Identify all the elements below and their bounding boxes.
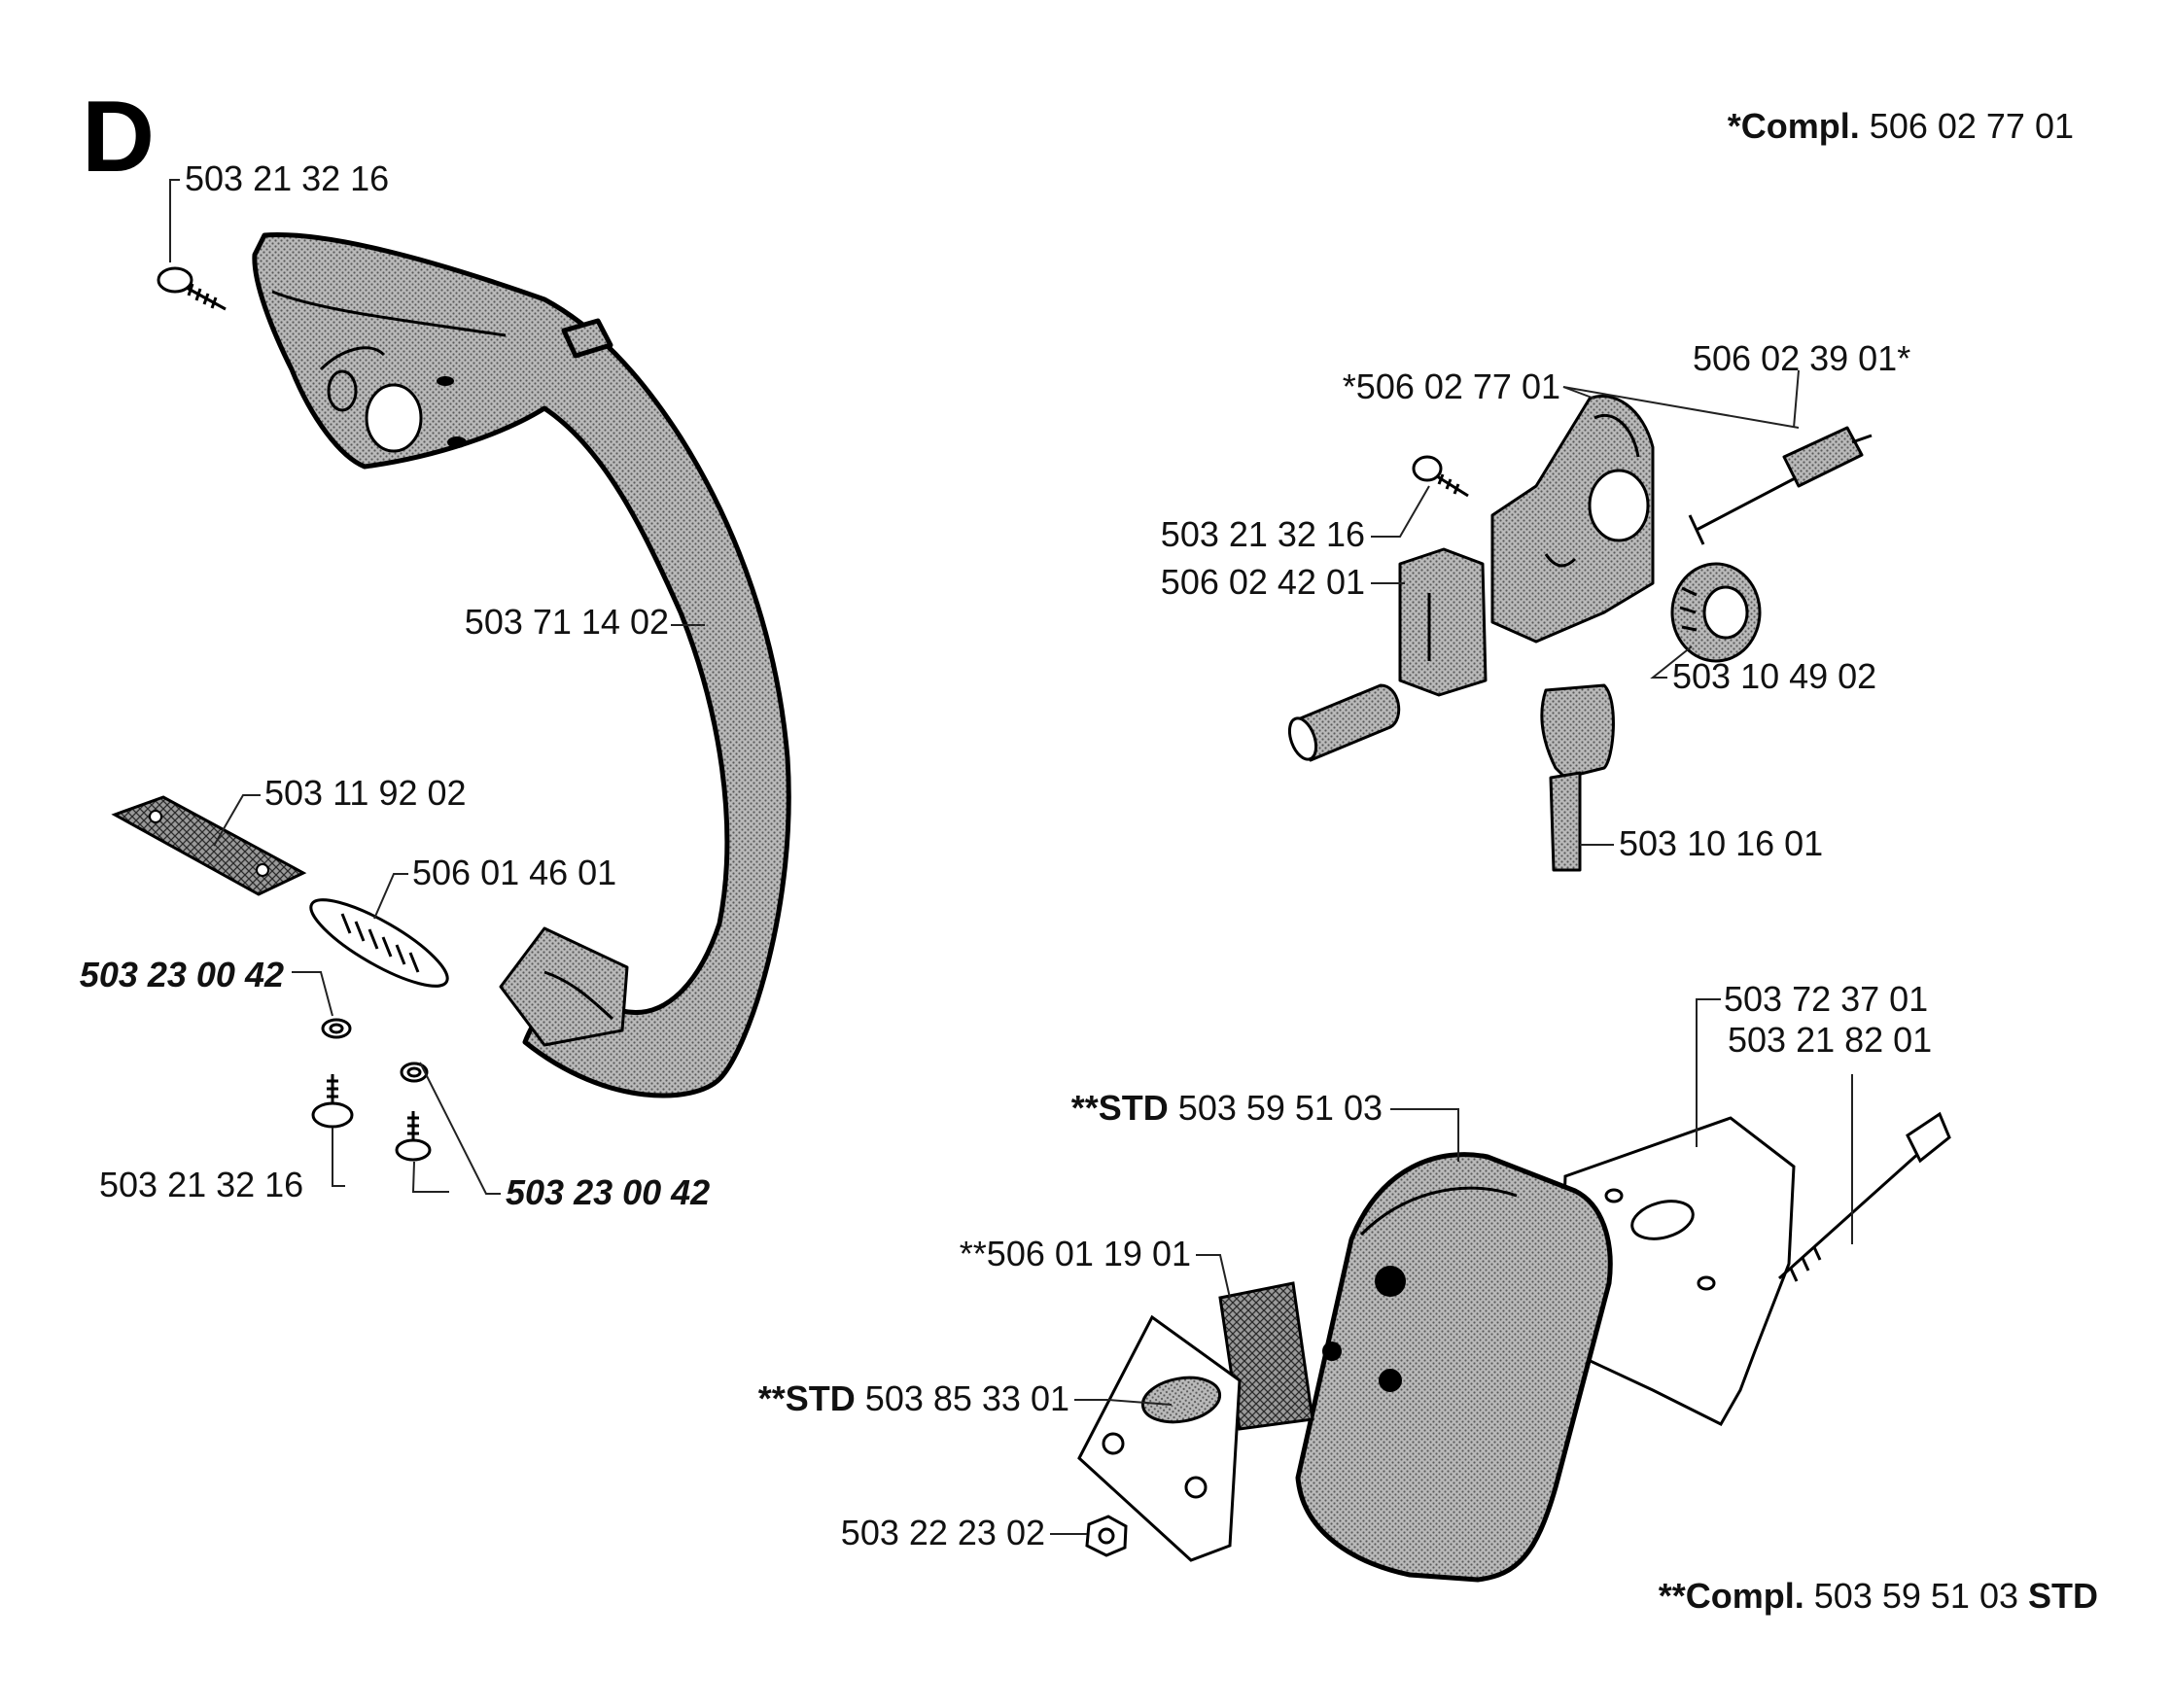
label-bolt: 503 21 82 01	[1728, 1020, 1932, 1060]
label-muffler-number: 503 59 51 03	[1178, 1088, 1383, 1128]
washer-left	[321, 1018, 352, 1039]
front-handle	[252, 232, 791, 1098]
screw-right	[1412, 455, 1469, 498]
label-deflector: **STD 503 85 33 01	[758, 1378, 1069, 1418]
trigger	[1540, 683, 1615, 872]
label-screw-right: 503 21 32 16	[1161, 514, 1365, 554]
label-adjuster: 506 02 39 01*	[1693, 338, 1910, 378]
label-nut: 503 22 23 02	[841, 1513, 1045, 1552]
washer-right	[400, 1062, 429, 1083]
footer-compl-prefix: **Compl.	[1659, 1576, 1804, 1616]
label-deflector-std: **STD	[758, 1378, 856, 1418]
nut	[1085, 1515, 1128, 1557]
screw-bottom-1	[311, 1074, 354, 1129]
label-spring: 506 01 46 01	[412, 853, 616, 892]
label-muffler-std: **STD	[1071, 1088, 1169, 1128]
header-compl-note: *Compl. 506 02 77 01	[1728, 106, 2074, 146]
label-assembly: *506 02 77 01	[1343, 366, 1560, 406]
label-gasket: 503 72 37 01	[1724, 979, 1928, 1019]
label-trigger: 503 10 16 01	[1619, 823, 1823, 863]
muffler-body	[1295, 1152, 1613, 1583]
handle-mount-hole	[365, 383, 423, 453]
spring	[309, 898, 449, 988]
label-screw-bottom: 503 21 32 16	[99, 1165, 303, 1204]
leader-lines	[169, 179, 1853, 1535]
rubber-plate	[111, 795, 307, 896]
label-grommet: 503 10 49 02	[1672, 656, 1876, 696]
throttle-housing	[1490, 394, 1655, 644]
screw-top-left	[157, 266, 227, 311]
label-muffler: **STD 503 59 51 03	[1071, 1088, 1383, 1128]
footer-compl-number: 503 59 51 03	[1814, 1576, 2018, 1616]
muffler-bolt	[1777, 1111, 1951, 1282]
handle-foot	[499, 926, 629, 1047]
cylinder-pin	[1287, 683, 1401, 762]
label-washer-left: 503 23 00 42	[80, 955, 284, 994]
label-screw-top: 503 21 32 16	[185, 158, 389, 198]
label-screen: **506 01 19 01	[960, 1234, 1191, 1273]
throttle-lever	[1398, 547, 1488, 697]
label-handle: 503 71 14 02	[465, 602, 669, 642]
deflector-plate	[1077, 1314, 1242, 1562]
header-compl-prefix: *Compl.	[1728, 106, 1860, 146]
screw-bottom-2	[395, 1111, 432, 1162]
label-lever: 506 02 42 01	[1161, 562, 1365, 602]
muffler-gasket	[1558, 1116, 1796, 1426]
footer-compl-note: **Compl. 503 59 51 03 STD	[1659, 1576, 2098, 1616]
grommet	[1670, 562, 1762, 663]
label-deflector-number: 503 85 33 01	[865, 1378, 1069, 1418]
adjuster-screw	[1688, 426, 1873, 545]
label-washer-right: 503 23 00 42	[506, 1172, 710, 1212]
section-letter: D	[82, 81, 155, 193]
header-compl-number: 506 02 77 01	[1870, 106, 2074, 146]
label-plate: 503 11 92 02	[264, 773, 467, 813]
footer-compl-suffix: STD	[2028, 1576, 2098, 1616]
